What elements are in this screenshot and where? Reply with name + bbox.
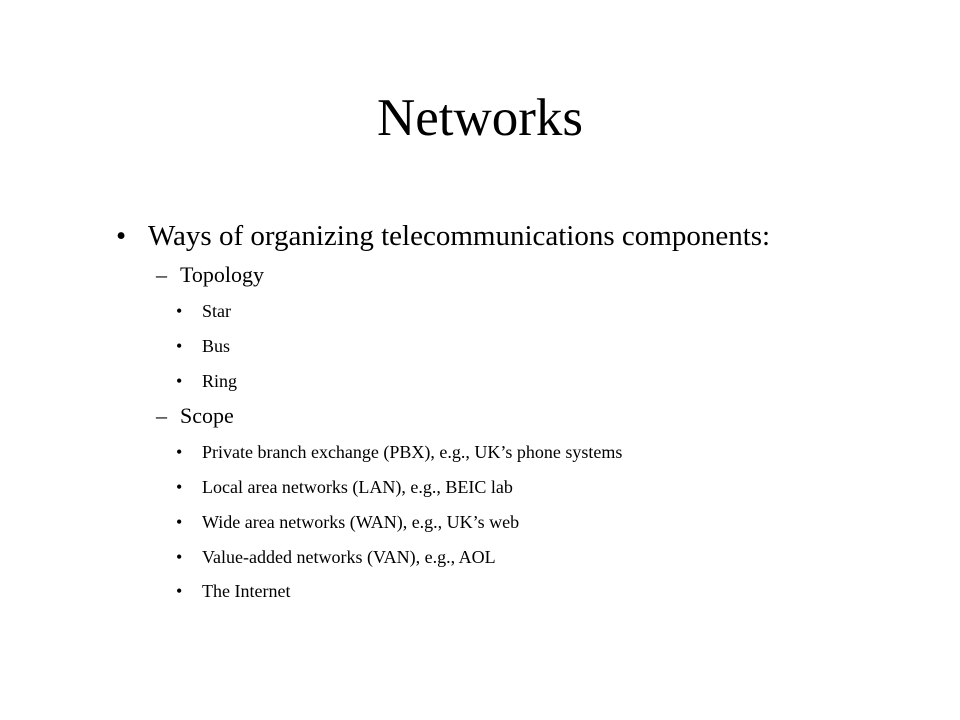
scope-label: Scope [180,403,234,428]
bullet-icon: • [176,547,183,567]
topology-item-label: Bus [202,336,231,356]
slide-title: Networks [376,89,584,147]
level1-text: Ways of organizing telecommunications co… [148,220,771,252]
scope-item-label: Private branch exchange (PBX), e.g., UK’… [202,442,623,462]
bullet-icon: • [176,371,183,391]
topology-item-label: Star [202,301,231,321]
bullet-icon: • [176,477,183,497]
scope-item-label: Local area networks (LAN), e.g., BEIC la… [202,477,513,497]
scope-item-label: Value-added networks (VAN), e.g., AOL [202,547,496,567]
bullet-icon: • [176,336,183,356]
scope-item-label: The Internet [202,581,291,601]
topology-label: Topology [180,262,265,287]
dash-icon: – [156,262,167,287]
bullet-icon: • [116,220,127,252]
bullet-icon: • [176,512,183,532]
bullet-icon: • [176,442,183,462]
dash-icon: – [156,403,167,428]
scope-item-label: Wide area networks (WAN), e.g., UK’s web [202,512,520,532]
bullet-icon: • [176,301,183,321]
topology-item-label: Ring [202,371,238,391]
bullet-icon: • [176,581,183,601]
